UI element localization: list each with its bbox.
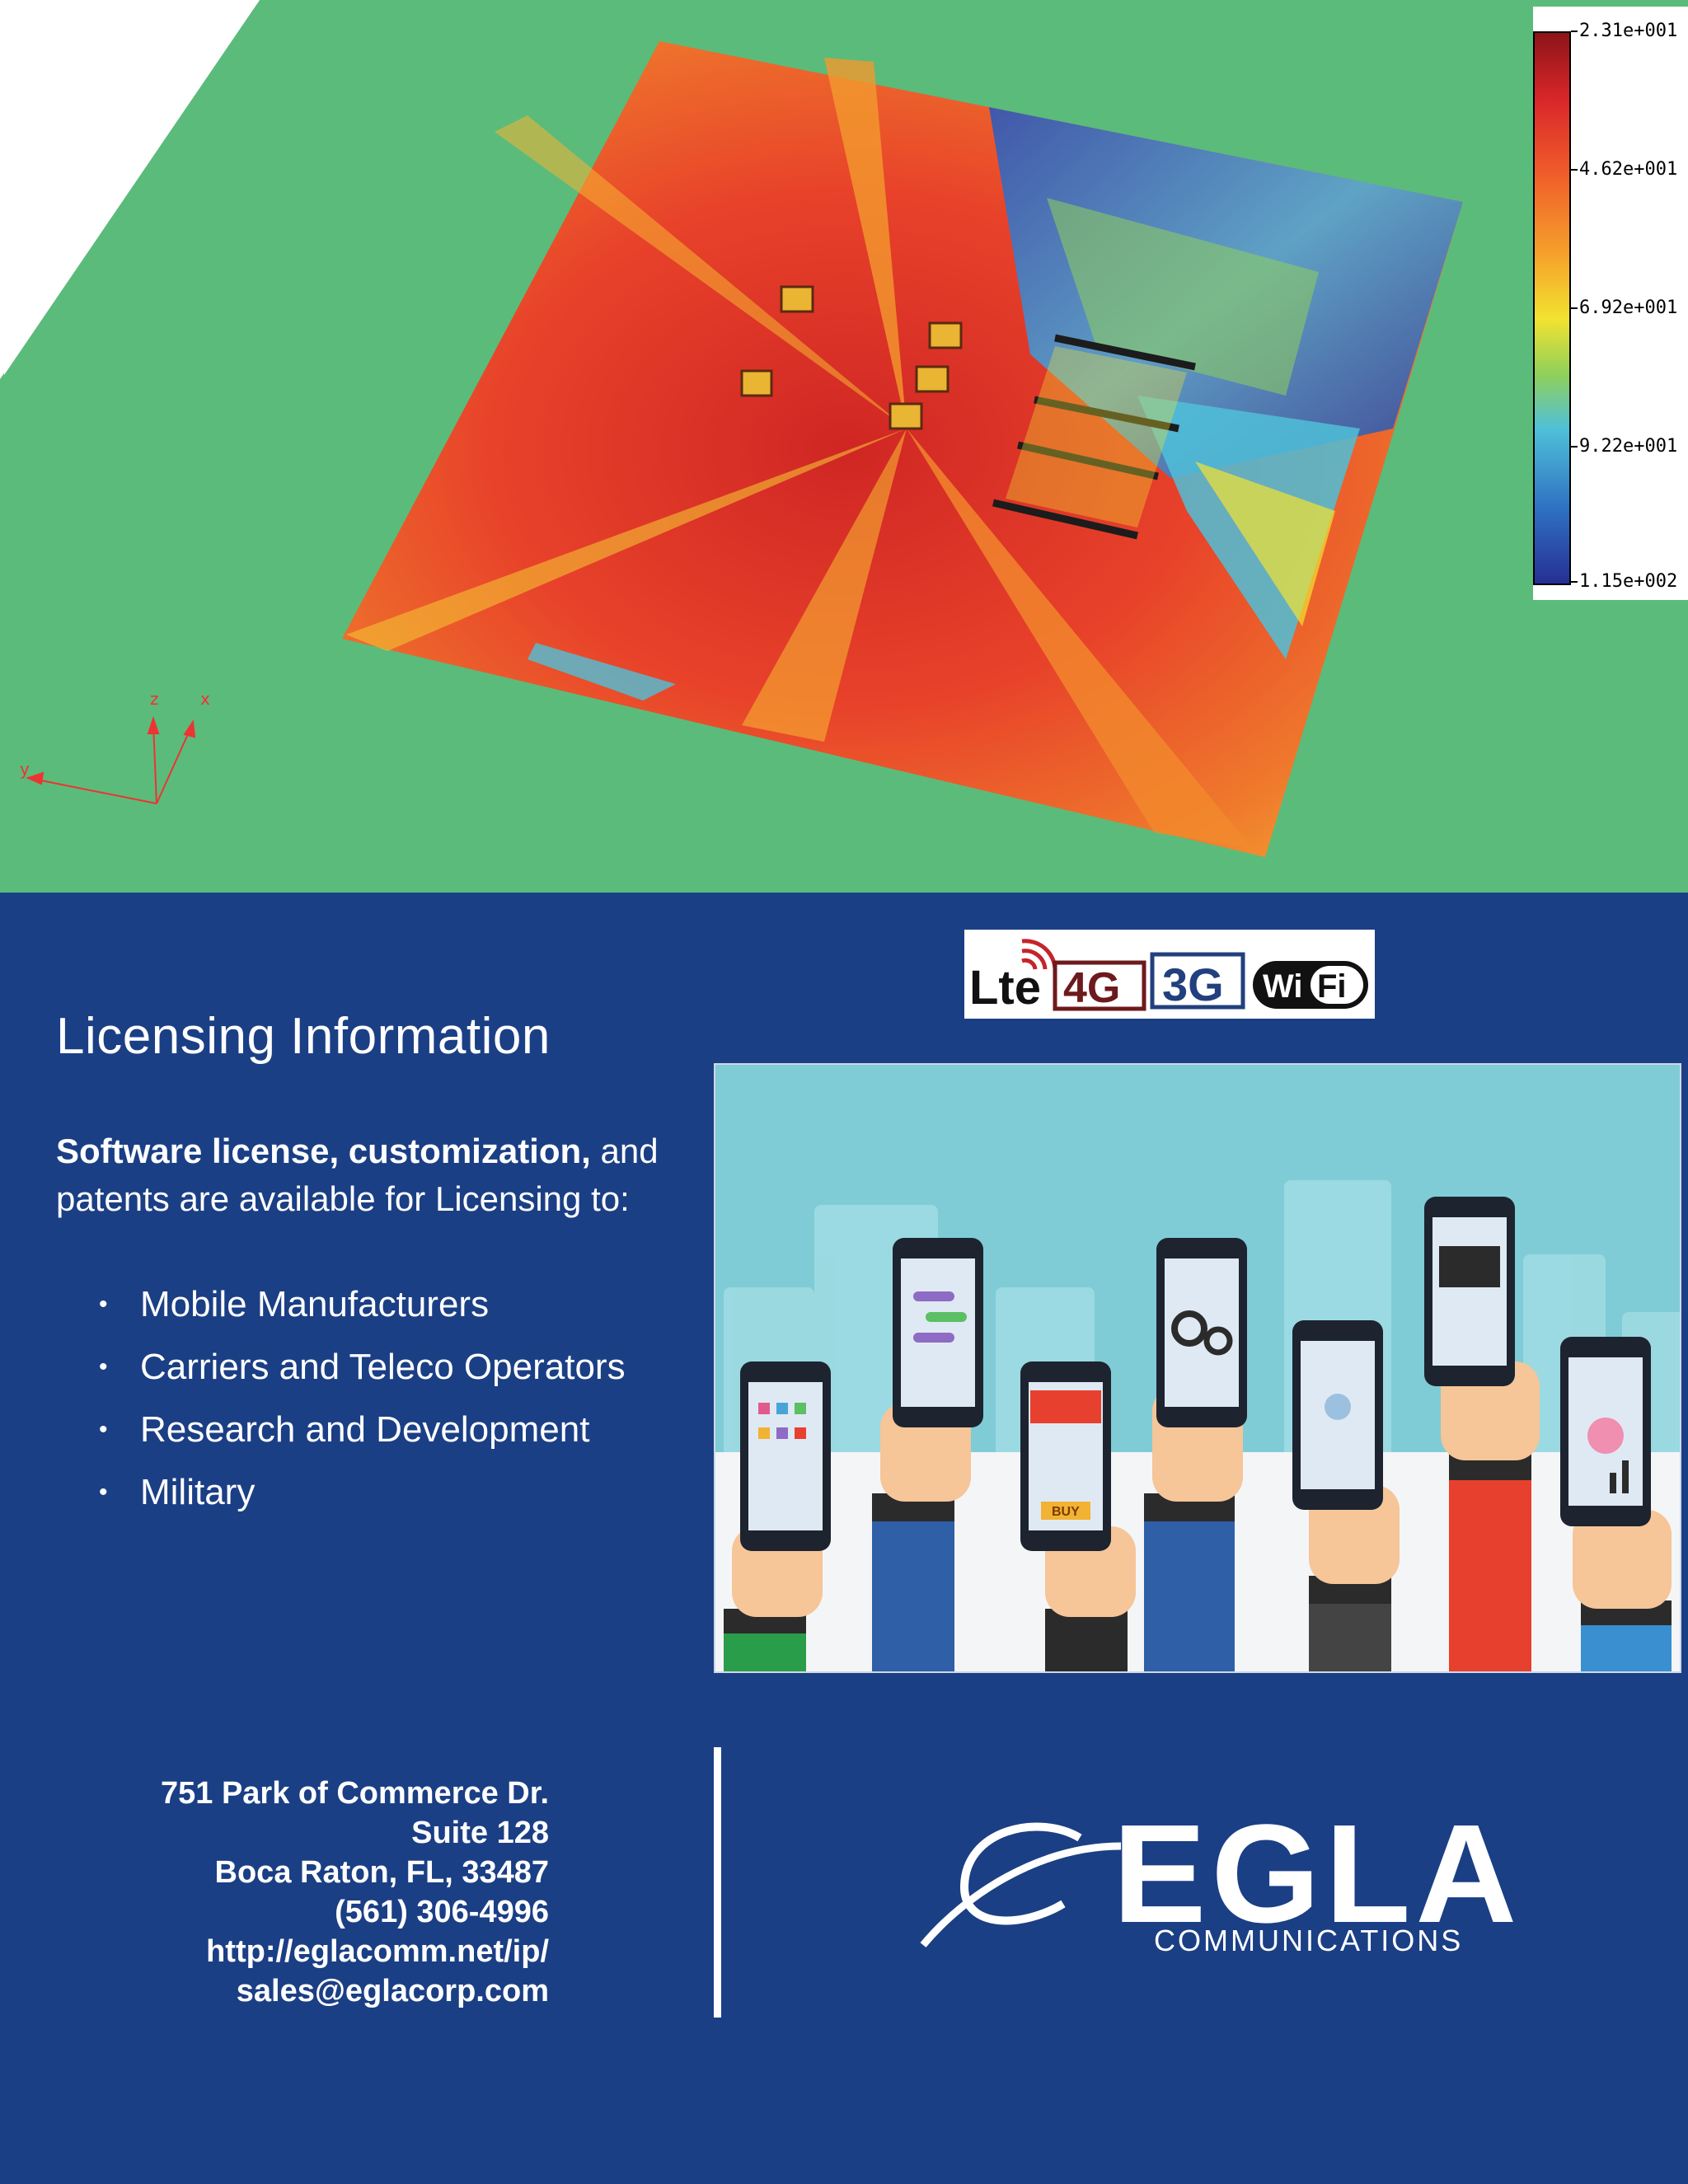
3g-text: 3G	[1162, 958, 1224, 1010]
axis-label-y: y	[20, 759, 30, 779]
intro-rest: and patents are available for Licensing …	[56, 1132, 659, 1218]
address-line: 751 Park of Commerce Dr.	[160, 1776, 549, 1811]
lte-text: Lte	[969, 961, 1041, 1015]
simulation-image: z x y 2.31e+001 4.62e+001 6.92e+001 9.22…	[0, 0, 1688, 893]
email-link[interactable]: sales@eglacorp.com	[236, 1974, 549, 2008]
heatmap-plane: z x y	[0, 0, 1463, 857]
colorbar-tick: 2.31e+001	[1571, 21, 1686, 41]
wifi-fi-text: Fi	[1317, 968, 1347, 1005]
building-structure	[992, 334, 1196, 540]
colorbar-gradient	[1533, 31, 1571, 585]
network-badge: Lte 4G 3G Wi Fi	[964, 930, 1375, 1019]
list-item: •Carriers and Teleco Operators	[99, 1343, 626, 1405]
4g-text: 4G	[1063, 964, 1120, 1012]
bullet-icon: •	[99, 1291, 108, 1318]
colorbar-tick: 4.62e+001	[1571, 160, 1686, 180]
buy-label: BUY	[1052, 1505, 1080, 1519]
intro-bold: Software license, customization,	[56, 1132, 591, 1170]
egla-subtitle: COMMUNICATIONS	[1154, 1924, 1464, 1957]
axis-label-x: x	[200, 689, 210, 709]
list-item: •Mobile Manufacturers	[99, 1280, 626, 1343]
contact-address: 751 Park of Commerce Dr. Suite 128 Boca …	[161, 1774, 549, 2011]
axis-label-z: z	[150, 689, 159, 709]
divider	[714, 1747, 721, 2018]
colorbar-tick: 9.22e+001	[1571, 437, 1686, 457]
phone-number: (561) 306-4996	[335, 1895, 549, 1929]
bullet-icon: •	[99, 1416, 108, 1443]
address-line: Boca Raton, FL, 33487	[214, 1855, 549, 1890]
bullet-icon: •	[99, 1353, 108, 1380]
address-line: Suite 128	[411, 1816, 549, 1850]
axis-triad	[26, 715, 196, 804]
bullet-icon: •	[99, 1479, 108, 1506]
colorbar-tick: 6.92e+001	[1571, 298, 1686, 318]
phones-illustration: BUY	[714, 1063, 1681, 1673]
list-item: •Military	[99, 1468, 626, 1530]
egla-logo: EGLA COMMUNICATIONS	[920, 1804, 1517, 1961]
colorbar-tick: 1.15e+002	[1571, 572, 1686, 592]
colorbar-legend: 2.31e+001 4.62e+001 6.92e+001 9.22e+001 …	[1533, 7, 1688, 600]
swoosh-logo-icon	[920, 1822, 1122, 1947]
licensing-heading: Licensing Information	[56, 1008, 551, 1065]
website-link[interactable]: http://eglacomm.net/ip/	[206, 1934, 549, 1969]
egla-wordmark: EGLA	[1113, 1796, 1522, 1952]
licensee-list: •Mobile Manufacturers •Carriers and Tele…	[99, 1280, 626, 1530]
licensing-intro: Software license, customization, and pat…	[56, 1127, 715, 1223]
wifi-wi-text: Wi	[1263, 968, 1303, 1005]
list-item: •Research and Development	[99, 1405, 626, 1468]
